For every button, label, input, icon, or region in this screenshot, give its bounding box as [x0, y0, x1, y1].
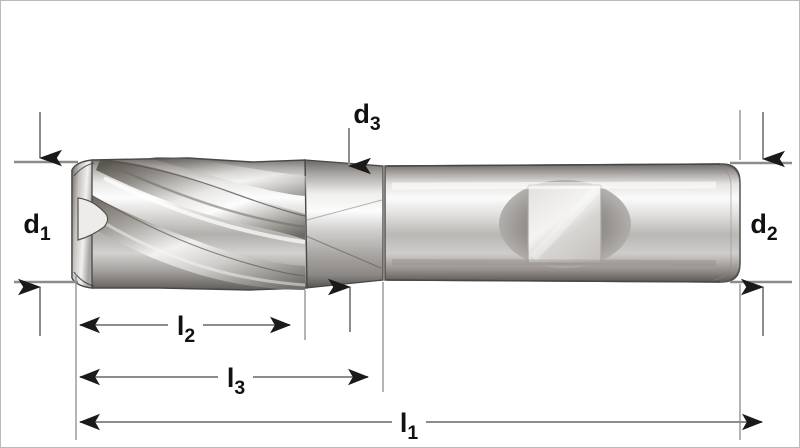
- extension-lines: [75, 110, 741, 440]
- l3-label: l3: [227, 363, 246, 399]
- flute-highlight-2: [89, 212, 306, 287]
- weldon-flat-highlight: [529, 186, 600, 262]
- center-cutting-notch: [77, 197, 109, 241]
- shank-top-edge: [386, 163, 721, 167]
- flute-edge-2: [85, 191, 306, 277]
- flute-groove-2: [80, 192, 305, 290]
- neck-transition: [304, 159, 384, 289]
- shank-end-bevel: [713, 165, 732, 281]
- flute-groove-3: [150, 157, 306, 196]
- l2-label: l2: [177, 311, 196, 347]
- tip-corner-upper: [73, 162, 95, 177]
- d1-label: d1: [23, 209, 51, 245]
- shank-end-chamfer: [717, 163, 741, 283]
- flute-shadow-1: [111, 164, 306, 229]
- l1-label: l1: [400, 408, 419, 444]
- shank-bottom-edge: [386, 279, 721, 283]
- d3-label: d3: [353, 99, 381, 135]
- dimension-d1: d1: [14, 112, 78, 336]
- d2-label: d2: [750, 209, 778, 245]
- neck-relief-edge: [305, 235, 382, 269]
- dimension-d3: d3: [328, 99, 381, 332]
- dimension-l2: l2: [79, 311, 291, 347]
- flute-highlight-1: [103, 176, 306, 244]
- end-mill-body: [71, 157, 741, 291]
- dimension-d2: d2: [730, 112, 792, 336]
- shank-lower-shade: [391, 259, 717, 266]
- dimension-l1: l1: [79, 408, 763, 444]
- dimension-l3: l3: [79, 363, 369, 399]
- shank-top-sheen: [391, 181, 717, 190]
- tip-corner-lower: [73, 271, 95, 287]
- flute-edge-1: [99, 159, 306, 217]
- flute-groove-1: [96, 160, 305, 240]
- neck-taper-edge: [306, 199, 383, 221]
